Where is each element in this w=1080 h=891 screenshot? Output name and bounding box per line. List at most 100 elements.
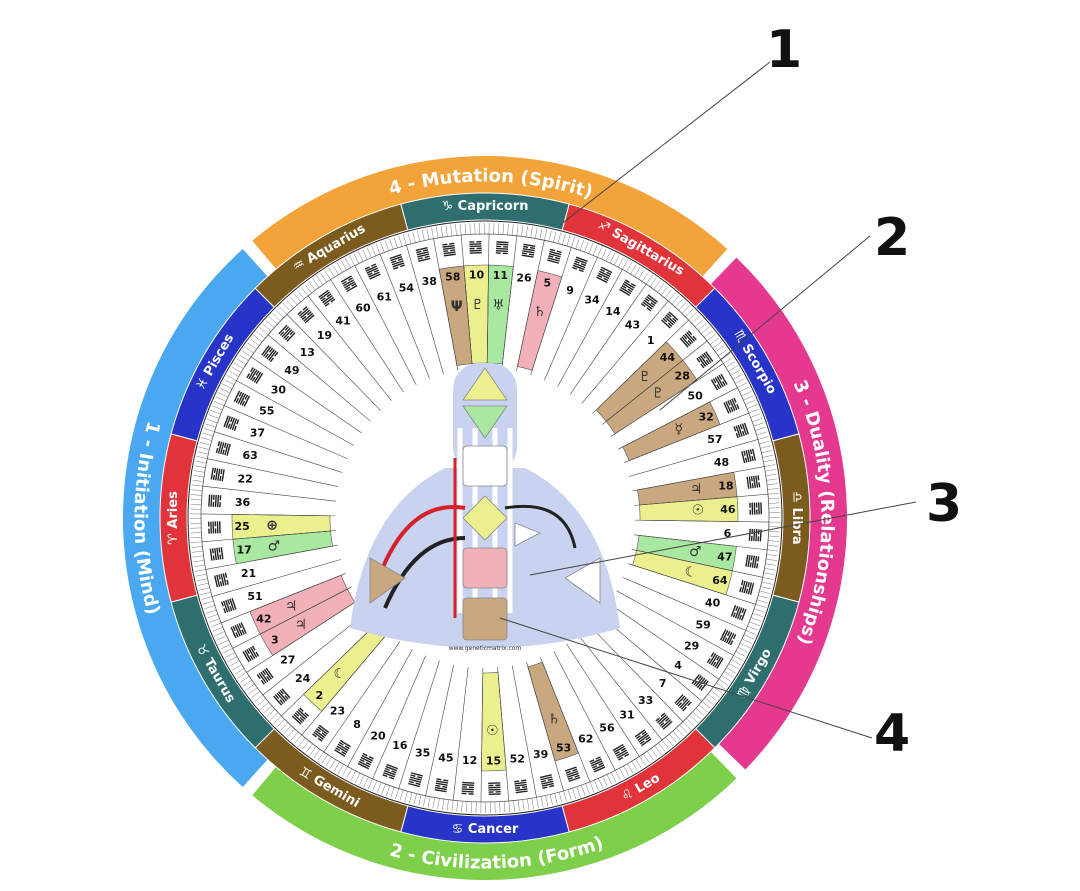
gate-spoke (501, 235, 518, 369)
hexagram-icon (746, 475, 761, 489)
gate-spoke (301, 632, 389, 736)
line-tick (201, 596, 213, 600)
line-tick (442, 798, 445, 810)
line-tick (665, 736, 673, 746)
line-tick (703, 330, 713, 338)
gate-number: 5 (544, 277, 552, 290)
line-tick (198, 587, 210, 591)
line-tick (760, 445, 772, 449)
line-tick (732, 373, 743, 380)
line-tick (723, 357, 733, 364)
line-tick (767, 493, 779, 495)
line-tick (585, 783, 590, 794)
line-tick (262, 323, 272, 332)
hexagram-icon (619, 279, 636, 297)
line-tick (502, 223, 504, 235)
line-tick (737, 382, 748, 388)
quarter-segment (123, 248, 268, 788)
line-tick (190, 503, 202, 505)
line-tick (733, 655, 744, 661)
line-tick (354, 772, 361, 783)
energy-center (462, 597, 508, 641)
line-tick (554, 793, 558, 805)
line-tick (286, 299, 295, 309)
gate-spoke (323, 641, 401, 753)
line-tick (196, 578, 208, 582)
line-tick (301, 740, 310, 750)
hexagram-icon (273, 688, 291, 706)
line-tick (626, 262, 633, 272)
line-tick (197, 582, 209, 586)
gate-number: 39 (533, 748, 548, 761)
line-tick (214, 631, 225, 637)
line-tick (192, 479, 204, 482)
line-tick (730, 369, 741, 376)
line-tick (413, 793, 417, 805)
line-tick (248, 687, 258, 695)
hexagram-icon (209, 547, 224, 561)
gate-number: 2 (315, 689, 323, 702)
line-tick (759, 590, 771, 594)
gate-number: 58 (445, 271, 460, 284)
line-tick (194, 465, 206, 469)
line-tick (346, 768, 352, 779)
gate-spoke (632, 466, 765, 492)
line-tick (615, 770, 621, 781)
gate-number: 46 (720, 503, 736, 516)
gate-spoke (372, 655, 426, 779)
line-tick (205, 423, 216, 428)
gate-spoke (267, 334, 371, 422)
line-tick (250, 338, 260, 346)
line-tick (508, 800, 510, 812)
gate-number: 62 (578, 733, 593, 746)
line-tick (755, 604, 767, 608)
hexagram-icon (278, 324, 296, 342)
line-tick (768, 531, 780, 533)
gate-spoke (516, 240, 545, 372)
planet-icon: ☿ (675, 422, 684, 438)
line-tick (631, 761, 638, 771)
line-tick (718, 349, 728, 357)
energy-center (462, 445, 508, 487)
line-tick (198, 446, 210, 450)
hexagram-icon (723, 397, 740, 414)
line-tick (706, 333, 716, 342)
line-tick (725, 361, 736, 368)
line-tick (409, 792, 413, 804)
line-tick (750, 617, 762, 622)
line-tick (210, 622, 222, 628)
energy-center (462, 367, 508, 401)
line-tick (389, 238, 394, 250)
line-tick (622, 259, 628, 270)
planet-icon: ⊕ (266, 517, 278, 533)
energy-center (369, 557, 406, 604)
line-tick (247, 342, 257, 350)
line-tick (470, 801, 472, 813)
planet-icon: ♃ (285, 598, 298, 614)
hexagram-icon (674, 694, 692, 712)
line-tick (701, 701, 711, 709)
line-tick (265, 320, 275, 328)
line-tick (220, 643, 231, 650)
gate-number: 64 (712, 574, 728, 587)
line-tick (660, 286, 669, 296)
gate-spoke (602, 340, 708, 425)
gate-spoke (599, 614, 703, 702)
line-tick (290, 731, 299, 741)
line-tick (634, 267, 641, 277)
line-tick (241, 350, 252, 358)
line-tick (685, 308, 694, 317)
line-tick (212, 627, 223, 632)
line-tick (368, 778, 373, 790)
line-tick (403, 234, 407, 246)
callout-label-1: 1 (766, 20, 803, 80)
gate-spoke (610, 363, 724, 437)
gate-spoke (569, 283, 647, 395)
line-tick (498, 223, 500, 235)
gate-number: 6 (724, 527, 732, 540)
hexagram-icon (312, 724, 330, 742)
zodiac-label: ♋ Cancer (452, 822, 519, 837)
gate-number: 3 (271, 633, 279, 646)
line-tick (204, 605, 215, 610)
line-tick (256, 331, 266, 339)
